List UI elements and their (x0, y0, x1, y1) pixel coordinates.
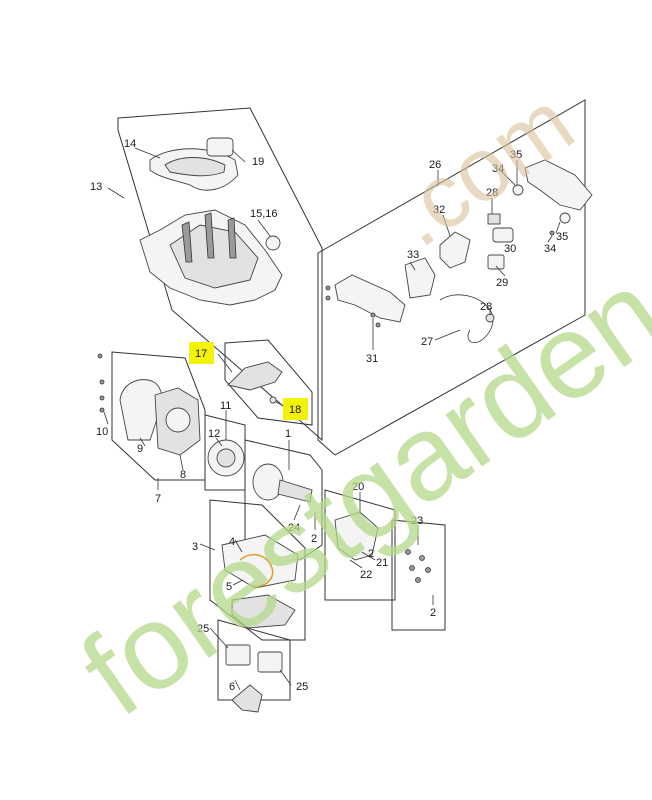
switch-29-part (487, 254, 505, 270)
motor-shaft-part (277, 479, 313, 503)
panel-board-3 (209, 499, 306, 641)
wire-harness-27 (439, 294, 494, 344)
label-6: 6 (229, 681, 235, 693)
switch-25b-part (257, 651, 283, 673)
panel-cover-17 (224, 339, 313, 426)
trigger-6-part (231, 684, 263, 713)
label-27: 27 (421, 336, 433, 348)
label-10: 10 (96, 426, 108, 438)
label-22: 22 (360, 569, 372, 581)
part-labels: 13 14 19 15,16 26 35 34 28 32 30 35 34 3… (90, 138, 568, 693)
label-8: 8 (180, 469, 186, 481)
panel-screws-23 (391, 519, 446, 631)
label-11: 11 (220, 400, 231, 412)
panel-motor-1 (244, 439, 323, 561)
label-17: 17 (195, 348, 207, 360)
label-2-bracket: 2 (368, 548, 374, 560)
fan-impeller-part (165, 407, 191, 433)
panel-switch-25 (217, 619, 291, 701)
label-25-right: 25 (296, 681, 308, 693)
label-29: 29 (496, 277, 508, 289)
label-20: 20 (352, 481, 364, 493)
label-13: 13 (90, 181, 102, 193)
cover-17-part (227, 361, 283, 391)
switch-25a-part (225, 644, 251, 666)
label-15-16: 15,16 (250, 208, 278, 220)
label-14: 14 (124, 138, 136, 150)
label-26: 26 (429, 159, 441, 171)
label-3: 3 (192, 541, 198, 553)
ring-11-hub (216, 448, 236, 468)
label-34-bottom: 34 (544, 243, 556, 255)
wire-5-part (239, 553, 274, 587)
label-35-bottom: 35 (556, 231, 568, 243)
watermark-text: forestgarden (58, 245, 652, 741)
label-30: 30 (504, 243, 516, 255)
lower-housing-rib (181, 212, 237, 263)
label-24: 24 (288, 522, 300, 534)
label-23: 23 (411, 515, 423, 527)
highlight-17 (189, 342, 214, 364)
connector-28-part (485, 313, 495, 323)
label-33: 33 (407, 249, 419, 261)
trigger-32-part (439, 231, 471, 269)
lever-33-part (404, 257, 436, 299)
label-35-top: 35 (510, 149, 522, 161)
label-34-top: 34 (492, 163, 504, 175)
panel-handle-26 (317, 99, 586, 456)
label-12: 12 (208, 428, 220, 440)
label-4: 4 (229, 536, 235, 548)
clip-28-part (487, 213, 501, 225)
panel-bracket-20 (324, 489, 396, 601)
nut-35-part (512, 184, 524, 196)
label-25-left: 25 (197, 623, 209, 635)
handle-bar-part (334, 274, 406, 323)
circuit-board-part (221, 534, 299, 589)
leader-lines (103, 147, 561, 691)
label-21: 21 (376, 557, 388, 569)
label-28-bottom: 28 (480, 301, 492, 313)
nut-35b-part (559, 212, 571, 224)
label-7: 7 (155, 493, 161, 505)
small-cap-part (206, 137, 234, 157)
base-tray-part (231, 594, 296, 629)
label-5: 5 (226, 581, 232, 593)
label-2-screws: 2 (430, 607, 436, 619)
highlight-18 (283, 398, 308, 420)
label-1: 1 (285, 428, 291, 440)
screw-set (97, 230, 555, 583)
label-31: 31 (366, 353, 378, 365)
screw-18-part (269, 396, 277, 404)
label-18: 18 (289, 404, 301, 416)
round-seal-part (265, 235, 281, 251)
label-9: 9 (137, 443, 143, 455)
label-32: 32 (433, 204, 445, 216)
label-2-motor: 2 (311, 533, 317, 545)
panel-housing-13 (117, 107, 323, 442)
handle-frame-part (524, 159, 593, 211)
label-28-top: 28 (486, 187, 498, 199)
grip-30-part (492, 227, 514, 243)
top-shell-inner (164, 157, 226, 177)
label-19: 19 (252, 156, 264, 168)
